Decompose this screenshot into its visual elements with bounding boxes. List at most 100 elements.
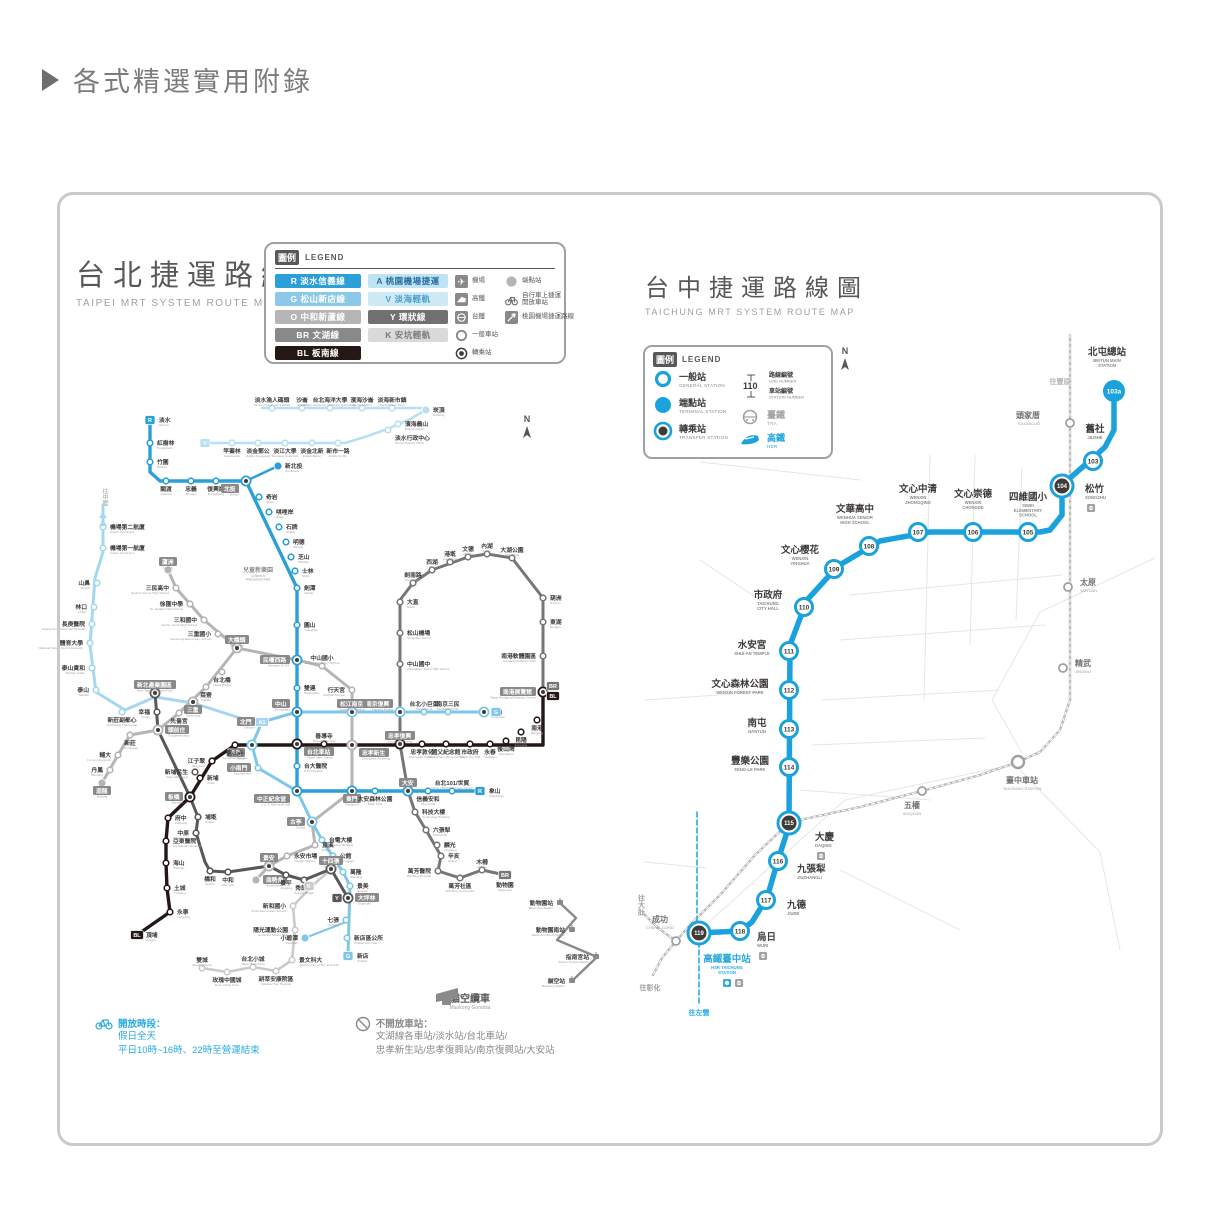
svg-text:松山機場: 松山機場 <box>407 629 430 637</box>
svg-text:五權: 五權 <box>904 800 920 810</box>
svg-text:文心森林公園: 文心森林公園 <box>710 678 768 690</box>
svg-text:淡金鄧公: 淡金鄧公 <box>246 447 269 455</box>
svg-text:Gongguan: Gongguan <box>340 859 355 863</box>
svg-text:濱海義山: 濱海義山 <box>405 420 428 428</box>
line-V-hill <box>203 408 428 445</box>
taichung-legend-en: GENERAL STATION <box>679 383 725 388</box>
svg-text:G: G <box>346 954 350 960</box>
svg-text:BR: BR <box>549 684 557 690</box>
page-header: 各式精選實用附錄 <box>42 60 313 99</box>
svg-text:Huilong: Huilong <box>97 795 108 799</box>
legend-line-BL: BL 板南線 <box>275 346 361 360</box>
svg-text:南港軟體園區: 南港軟體園區 <box>501 652 536 660</box>
svg-text:Sanchong: Sanchong <box>186 714 200 718</box>
svg-text:New Taipei Industrial Park: New Taipei Industrial Park <box>137 689 173 693</box>
svg-text:G: G <box>494 710 498 716</box>
svg-text:Songshan: Songshan <box>491 715 505 719</box>
svg-text:Taishan Guihe: Taishan Guihe <box>65 671 85 675</box>
hsr-icon <box>741 435 759 445</box>
svg-text:芝山: 芝山 <box>298 553 310 561</box>
svg-text:Zhongshan Elem. School: Zhongshan Elem. School <box>305 661 340 665</box>
svg-text:頭家厝: 頭家厝 <box>1016 410 1040 420</box>
svg-text:精武: 精武 <box>1075 658 1091 668</box>
svg-text:臺中車站: 臺中車站 <box>1006 775 1038 785</box>
svg-text:113: 113 <box>784 726 795 733</box>
open-note-line1: 假日全天 <box>118 1031 157 1042</box>
svg-text:新店: 新店 <box>357 952 369 960</box>
airport-link-icon <box>505 310 518 324</box>
svg-text:舊社: 舊社 <box>1085 423 1105 435</box>
svg-text:大直: 大直 <box>407 598 419 606</box>
legend-line-O: O 中和新蘆線 <box>275 310 361 324</box>
svg-text:忠義: 忠義 <box>185 485 197 493</box>
svg-text:淡金北新: 淡金北新 <box>300 447 323 455</box>
svg-text:WURI: WURI <box>757 943 768 948</box>
svg-text:橋和: 橋和 <box>204 875 216 883</box>
svg-text:新埔民生: 新埔民生 <box>165 768 188 776</box>
svg-text:新市一路: 新市一路 <box>326 447 349 455</box>
svg-text:Songjiang Nanjing: Songjiang Nanjing <box>339 708 364 712</box>
svg-text:Taipei Arena: Taipei Arena <box>415 707 432 711</box>
svg-text:高鐵臺中站: 高鐵臺中站 <box>703 953 751 965</box>
svg-text:Taipei Zoo Station: Taipei Zoo Station <box>528 906 553 910</box>
north-arrow-taichung: N <box>841 346 849 370</box>
svg-text:Fu Jen University: Fu Jen University <box>87 758 111 762</box>
svg-text:Sun Yat-Sen Memorial Hall: Sun Yat-Sen Memorial Hall <box>427 755 464 759</box>
svg-text:先嗇宮: 先嗇宮 <box>170 717 188 725</box>
svg-text:北屯總站: 北屯總站 <box>1088 346 1127 358</box>
svg-text:東湖: 東湖 <box>550 618 562 626</box>
svg-text:大坪林: 大坪林 <box>358 894 376 902</box>
svg-text:昆陽: 昆陽 <box>515 736 527 744</box>
tra-railway-line <box>641 333 1072 977</box>
svg-text:Technology Building: Technology Building <box>422 815 450 819</box>
svg-text:車站編號: 車站編號 <box>769 387 793 395</box>
svg-text:Dingpu: Dingpu <box>146 938 156 942</box>
svg-text:Taipei University of Marine Te: Taipei University of Marine Technology <box>304 403 357 407</box>
open-note-line2: 平日10時~16時、22時至營運結束 <box>118 1045 260 1057</box>
svg-text:Cardinal Tien Hospital: Cardinal Tien Hospital <box>261 982 292 986</box>
svg-text:南京復興: 南京復興 <box>366 700 389 708</box>
svg-text:Xiulang Bridge: Xiulang Bridge <box>294 891 314 895</box>
svg-text:St. Ignatius High School: St. Ignatius High School <box>150 607 183 611</box>
svg-text:後山埤: 後山埤 <box>497 745 515 753</box>
svg-text:萬芳醫院: 萬芳醫院 <box>408 867 431 875</box>
legend-line-K: K 安坑輕軌 <box>368 328 448 342</box>
svg-text:Linkou: Linkou <box>78 610 87 614</box>
svg-text:蘆洲: 蘆洲 <box>162 558 174 566</box>
